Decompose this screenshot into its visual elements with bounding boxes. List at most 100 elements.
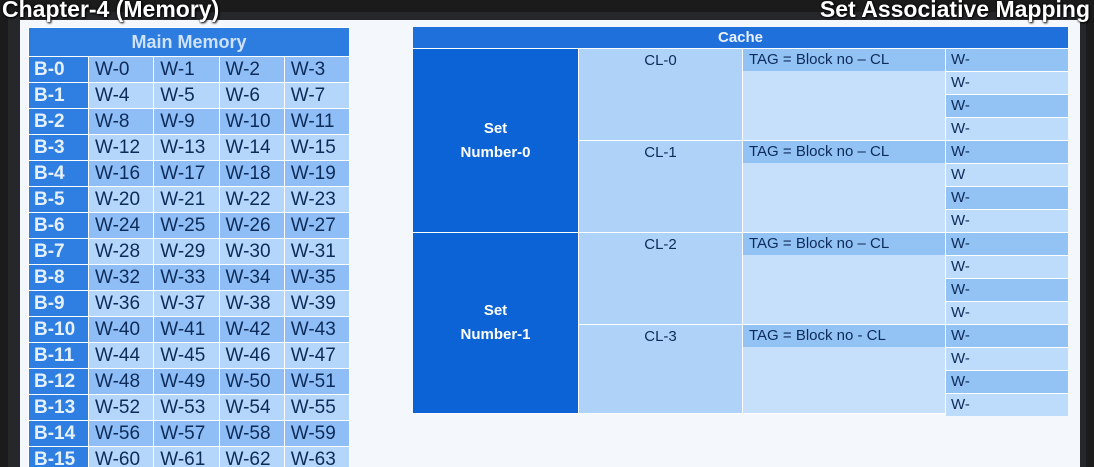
cache-word-cell: W- — [946, 49, 1068, 71]
chapter-title: Chapter-4 (Memory) — [2, 0, 220, 22]
cache-title: Cache — [413, 27, 1068, 48]
tag-column: TAG = Block no – CL — [743, 141, 945, 233]
block-label: B-7 — [28, 238, 89, 265]
tag-column: TAG = Block no - CL — [743, 325, 945, 414]
block-label: B-1 — [28, 82, 89, 109]
set-number-0: Set Number-0 — [413, 49, 578, 233]
main-memory-title: Main Memory — [28, 27, 350, 57]
block-label: B-5 — [28, 186, 89, 213]
word-cell: W-2 — [218, 56, 285, 83]
tag-formula: TAG = Block no – CL — [743, 141, 945, 163]
tag-column: TAG = Block no – CL — [743, 233, 945, 325]
word-cell: W-44 — [87, 342, 155, 369]
word-cell: W-12 — [87, 134, 155, 161]
word-cell: W-57 — [153, 420, 220, 447]
word-cell: W-16 — [87, 160, 155, 187]
word-cell: W-23 — [283, 186, 351, 213]
word-cell: W-51 — [283, 368, 351, 395]
set-label-line1: Set — [483, 302, 508, 319]
set-label-line2: Number-0 — [460, 143, 531, 161]
word-cell: W-33 — [153, 264, 220, 291]
block-label: B-12 — [28, 368, 89, 395]
block-label: B-14 — [28, 420, 89, 447]
word-cell: W-32 — [87, 264, 155, 291]
word-cell: W-41 — [153, 316, 220, 343]
word-cell: W-3 — [283, 56, 351, 83]
cache-word-cell: W- — [946, 256, 1068, 278]
cache-word-cell: W- — [946, 302, 1068, 324]
block-label: B-8 — [28, 264, 89, 291]
word-cell: W-34 — [218, 264, 285, 291]
word-cell: W-15 — [283, 134, 351, 161]
word-cell: W-13 — [153, 134, 220, 161]
word-cell: W-46 — [218, 342, 285, 369]
word-cell: W-4 — [87, 82, 155, 109]
word-cell: W-19 — [283, 160, 351, 187]
word-cell: W-43 — [283, 316, 351, 343]
cache-word-cell: W- — [946, 279, 1068, 301]
cache-word-cell: W- — [946, 72, 1068, 94]
word-cell: W-0 — [87, 56, 155, 83]
block-label: B-4 — [28, 160, 89, 187]
word-cell: W-62 — [218, 446, 285, 467]
cache-line-name: CL-1 — [644, 144, 677, 161]
word-cell: W-21 — [153, 186, 220, 213]
word-cell: W-49 — [153, 368, 220, 395]
word-cell: W-24 — [87, 212, 155, 239]
tag-column: TAG = Block no – CL — [743, 49, 945, 141]
word-cell: W-8 — [87, 108, 155, 135]
word-cell: W-17 — [153, 160, 220, 187]
cache-word-cell: W- — [946, 95, 1068, 117]
cache-word-cell: W — [946, 164, 1068, 186]
cache-word-cell: W- — [946, 187, 1068, 209]
word-cell: W-39 — [283, 290, 351, 317]
block-label: B-2 — [28, 108, 89, 135]
cache-word-cell: W- — [946, 348, 1068, 370]
word-cell: W-7 — [283, 82, 351, 109]
block-label: B-10 — [28, 316, 89, 343]
word-cell: W-31 — [283, 238, 351, 265]
cache-line-name: CL-0 — [644, 52, 677, 69]
word-cell: W-58 — [218, 420, 285, 447]
tag-formula: TAG = Block no – CL — [743, 49, 945, 71]
word-cell: W-60 — [87, 446, 155, 467]
cache-line-1: CL-1 — [579, 141, 742, 233]
block-label: B-0 — [28, 56, 89, 83]
cache-word-cell: W- — [946, 210, 1068, 232]
word-cell: W-37 — [153, 290, 220, 317]
cache-word-cell: W- — [946, 325, 1068, 347]
word-cell: W-27 — [283, 212, 351, 239]
word-cell: W-5 — [153, 82, 220, 109]
word-cell: W-55 — [283, 394, 351, 421]
cache-word-cell: W- — [946, 394, 1068, 416]
set-number-1: Set Number-1 — [413, 233, 578, 414]
word-cell: W-45 — [153, 342, 220, 369]
word-cell: W-25 — [153, 212, 220, 239]
word-cell: W-54 — [218, 394, 285, 421]
word-cell: W-28 — [87, 238, 155, 265]
cache-line-name: CL-3 — [644, 328, 677, 345]
word-cell: W-20 — [87, 186, 155, 213]
word-cell: W-52 — [87, 394, 155, 421]
word-cell: W-26 — [218, 212, 285, 239]
block-label: B-3 — [28, 134, 89, 161]
word-cell: W-56 — [87, 420, 155, 447]
cache-line-name: CL-2 — [644, 236, 677, 253]
word-cell: W-42 — [218, 316, 285, 343]
cache-word-cell: W- — [946, 233, 1068, 255]
